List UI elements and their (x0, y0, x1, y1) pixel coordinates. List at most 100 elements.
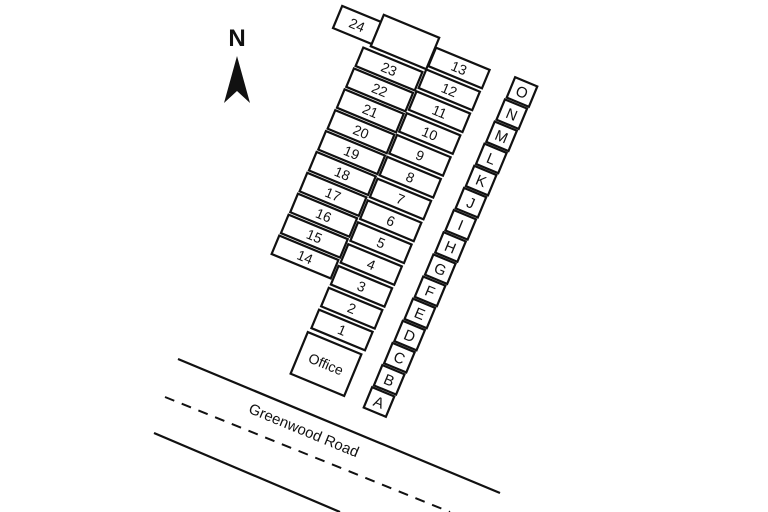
unit-I[interactable]: I (443, 208, 478, 242)
unit-H-outline (433, 230, 468, 264)
unit-12-outline (417, 68, 482, 112)
unit-3-outline (329, 264, 394, 309)
unit-G[interactable]: G (423, 252, 458, 286)
unit-8[interactable]: 8 (378, 155, 443, 199)
unit-J-outline (454, 186, 488, 219)
unit-N[interactable]: N (495, 97, 529, 131)
unit-23-outline (354, 46, 424, 92)
unit-blank-top-outline (369, 13, 441, 71)
unit-14[interactable]: 14 (270, 234, 340, 280)
unit-16[interactable]: 16 (288, 192, 359, 239)
road-edge-top (177, 357, 501, 495)
unit-23-label: 23 (379, 59, 400, 80)
unit-M[interactable]: M (484, 120, 519, 153)
unit-D-outline (392, 319, 427, 352)
unit-B[interactable]: B (372, 363, 406, 397)
unit-23[interactable]: 23 (354, 46, 424, 92)
unit-19-label: 19 (341, 142, 362, 163)
road-edge-bottom (153, 431, 341, 512)
unit-9[interactable]: 9 (387, 133, 453, 178)
north-arrow-icon (224, 56, 250, 103)
unit-L[interactable]: L (474, 142, 509, 175)
road-centerline (164, 396, 451, 512)
unit-21-outline (335, 87, 406, 134)
unit-21[interactable]: 21 (335, 87, 406, 134)
unit-10-outline (397, 111, 462, 156)
unit-5-outline (348, 220, 414, 265)
unit-15-label: 15 (304, 226, 325, 247)
unit-I-label: I (455, 217, 465, 234)
unit-2-outline (319, 286, 384, 330)
unit-22[interactable]: 22 (344, 66, 415, 113)
unit-3[interactable]: 3 (329, 264, 394, 309)
unit-2[interactable]: 2 (319, 286, 384, 330)
unit-O[interactable]: O (505, 75, 539, 109)
unit-8-outline (378, 155, 443, 199)
unit-6-outline (358, 199, 423, 243)
unit-K[interactable]: K (464, 164, 498, 197)
unit-11[interactable]: 11 (407, 89, 472, 134)
unit-17-outline (298, 171, 368, 218)
unit-10-label: 10 (419, 123, 440, 144)
unit-12-label: 12 (439, 79, 460, 100)
unit-A-outline (362, 385, 396, 419)
unit-15[interactable]: 15 (279, 213, 350, 260)
unit-O-outline (505, 75, 539, 109)
unit-20[interactable]: 20 (326, 108, 396, 155)
unit-4-outline (339, 242, 404, 287)
unit-G-outline (423, 252, 458, 286)
unit-E[interactable]: E (403, 297, 437, 330)
unit-15-outline (279, 213, 350, 260)
unit-10[interactable]: 10 (397, 111, 462, 156)
unit-16-label: 16 (313, 205, 334, 226)
unit-18-outline (307, 150, 378, 197)
unit-1-outline (309, 308, 375, 352)
unit-K-outline (464, 164, 498, 197)
unit-C[interactable]: C (382, 341, 417, 374)
unit-blank-top[interactable] (369, 13, 441, 71)
unit-L-outline (474, 142, 509, 175)
unit-17[interactable]: 17 (298, 171, 368, 218)
unit-H[interactable]: H (433, 230, 468, 264)
unit-20-label: 20 (351, 121, 372, 142)
unit-11-outline (407, 89, 472, 134)
unit-M-label: M (492, 127, 510, 147)
north-compass: N (224, 25, 250, 103)
unit-18-label: 18 (332, 163, 353, 184)
unit-4[interactable]: 4 (339, 242, 404, 287)
unit-14-outline (270, 234, 340, 280)
unit-22-label: 22 (369, 80, 390, 101)
unit-11-label: 11 (430, 102, 450, 122)
unit-12[interactable]: 12 (417, 68, 482, 112)
unit-1[interactable]: 1 (309, 308, 375, 352)
unit-A[interactable]: A (362, 385, 396, 419)
unit-M-outline (484, 120, 519, 153)
unit-21-label: 21 (360, 100, 381, 121)
unit-N-outline (495, 97, 529, 131)
north-label: N (228, 25, 245, 52)
unit-office[interactable]: Office (289, 330, 363, 398)
unit-B-outline (372, 363, 406, 397)
unit-F-outline (413, 275, 447, 308)
unit-19[interactable]: 19 (316, 129, 387, 176)
unit-7[interactable]: 7 (368, 177, 433, 221)
unit-22-outline (344, 66, 415, 113)
unit-24[interactable]: 24 (331, 4, 383, 46)
unit-6[interactable]: 6 (358, 199, 423, 243)
unit-J[interactable]: J (454, 186, 488, 219)
unit-F[interactable]: F (413, 275, 447, 308)
unit-5[interactable]: 5 (348, 220, 414, 265)
unit-16-outline (288, 192, 359, 239)
unit-E-outline (403, 297, 437, 330)
unit-D[interactable]: D (392, 319, 427, 352)
unit-13-label: 13 (449, 58, 470, 79)
building-top: 24 (331, 4, 441, 71)
unit-17-label: 17 (323, 184, 344, 205)
unit-24-label: 24 (347, 15, 368, 36)
unit-20-outline (326, 108, 396, 155)
unit-18[interactable]: 18 (307, 150, 378, 197)
